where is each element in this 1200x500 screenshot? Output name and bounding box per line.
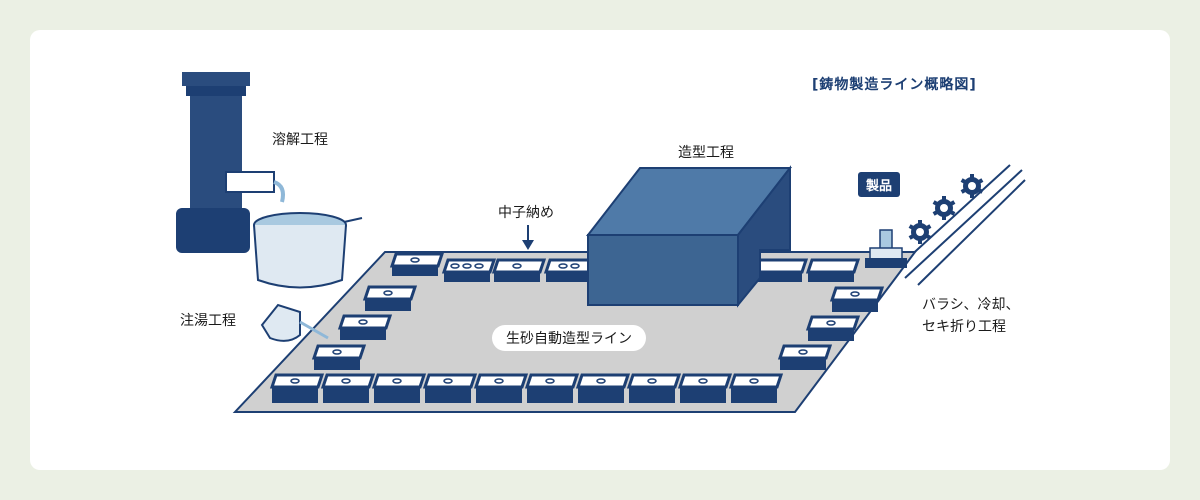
core-setting-label: 中子納め [498,205,554,221]
pouring-process-label: 注湯工程 [180,313,236,329]
molding-machine [585,165,793,308]
melting-furnace [176,72,285,253]
gear-icon [908,220,932,244]
mold-flask [753,258,809,282]
mold-flask [371,373,427,403]
mold-flask [320,373,376,403]
mold-flask [337,314,393,340]
shakeout-label-line2: セキ折り工程 [922,319,1006,335]
mold-flask [389,252,445,276]
mold-flask [422,373,478,403]
ladle [253,212,363,289]
melting-process-label: 溶解工程 [272,132,328,148]
mold-flask [269,373,325,403]
mold-flask [829,286,885,312]
shakeout-label-line1: バラシ、冷却、 [922,297,1020,313]
mold-flask [777,344,833,370]
mold-flask [626,373,682,403]
molding-process-label: 造型工程 [678,145,734,161]
gear-icon [960,174,984,198]
mold-flask [728,373,784,403]
shakeout-device [865,229,907,268]
mold-flask [473,373,529,403]
mold-flask [805,258,861,282]
product-castings [908,174,984,244]
mold-flasks [269,252,885,403]
core-setting-arrow-icon [522,225,534,250]
diagram-caption: [鋳物製造ライン概略図] [812,77,977,93]
gear-icon [932,196,956,220]
product-badge: 製品 [858,172,901,197]
mold-flask [362,285,418,311]
mold-flask [491,258,547,282]
mold-flask [441,258,497,282]
mold-flask [805,315,861,341]
mold-flask [311,344,367,370]
pouring-ladle [260,303,329,342]
mold-flask [677,373,733,403]
mold-flask [575,373,631,403]
molding-line-label: 生砂自動造型ライン [492,325,646,351]
shakeout-process-label: バラシ、冷却、 セキ折り工程 [922,294,1042,338]
mold-flask [524,373,580,403]
